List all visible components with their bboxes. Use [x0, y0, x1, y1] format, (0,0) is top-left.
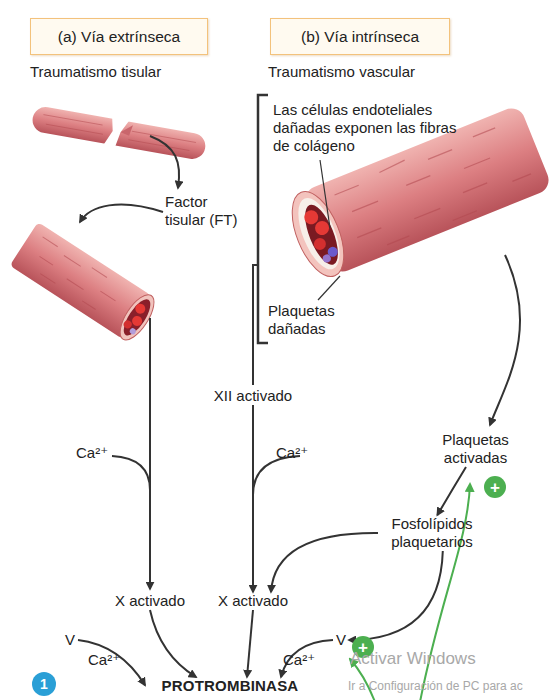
node-text: (a) Vía extrínseca — [58, 28, 180, 46]
vessel-right — [290, 192, 348, 274]
flow-arrow — [150, 610, 196, 677]
vessel-right — [322, 253, 332, 263]
callout-text: Las células endoteliales dañadas exponen… — [273, 101, 473, 155]
vessel-right — [313, 219, 331, 237]
factor-label: X activado — [208, 592, 298, 610]
watermark: Ir a Configuración de PC para ac — [348, 677, 560, 695]
positive-feedback-mark: + — [484, 476, 506, 498]
flow-arrow — [349, 551, 443, 640]
flow-arrow — [252, 405, 254, 592]
bracket — [258, 95, 268, 343]
pathway-line — [149, 318, 151, 589]
vessel-left — [25, 236, 123, 316]
flow-arrow — [78, 640, 145, 685]
node-text: PROTROMBINASA — [145, 677, 315, 695]
product-label: PROTROMBINASA — [145, 677, 315, 695]
flow-arrow — [437, 467, 466, 515]
vessel-left — [129, 327, 137, 335]
ion-label: Ca²⁺ — [276, 444, 326, 462]
tissue-strand — [30, 105, 207, 161]
tissue-strand — [120, 123, 133, 136]
vessel-left — [10, 222, 161, 345]
node-text: X activado — [208, 592, 298, 610]
flow-arrow — [247, 610, 253, 677]
node-text: (b) Vía intrínseca — [301, 28, 419, 46]
phospholipid-label: Fosfolípidos plaquetarios — [378, 515, 486, 551]
node-text: Plaquetas activadas — [428, 431, 523, 467]
node-text: + — [490, 479, 500, 496]
cofactor-line — [112, 456, 150, 490]
vessel-right — [282, 184, 355, 283]
platelet-label: Plaquetas activadas — [428, 431, 523, 467]
tissue-strand — [42, 115, 196, 152]
factor-label: V — [62, 631, 78, 649]
node-text: 1 — [40, 677, 48, 691]
leader-line — [318, 276, 340, 300]
node-text: Fosfolípidos plaquetarios — [378, 515, 486, 551]
vessel-left — [114, 290, 161, 346]
vessel-left — [10, 222, 152, 339]
ion-label: Ca²⁺ — [88, 651, 138, 669]
node-text: Factor tisular (FT) — [165, 193, 245, 229]
factor-label: V — [333, 631, 349, 649]
vessel-right — [298, 201, 344, 269]
watermark: Activar Windows — [350, 650, 560, 668]
tissue-strand — [30, 103, 208, 163]
pathway-title-box: (a) Vía extrínseca — [30, 18, 208, 55]
callout-text: Plaquetas dañadas — [268, 302, 358, 338]
leader-line — [320, 160, 330, 228]
trauma-label: Traumatismo tisular — [30, 63, 230, 81]
ion-label: Ca²⁺ — [283, 651, 333, 669]
flow-arrow — [271, 533, 378, 592]
flow-arrow — [150, 136, 179, 188]
node-text: V — [62, 631, 78, 649]
flow-arrow — [80, 205, 163, 222]
node-text: X activado — [105, 592, 195, 610]
vessel-left — [122, 319, 133, 330]
factor-label: XII activado — [198, 387, 308, 405]
factor-label: Factor tisular (FT) — [165, 193, 245, 229]
trauma-label: Traumatismo vascular — [268, 63, 488, 81]
vessel-right — [312, 236, 328, 252]
vessel-left — [133, 302, 147, 316]
vessel-right — [332, 118, 536, 258]
pathway-line — [253, 265, 258, 385]
ion-label: Ca²⁺ — [76, 444, 126, 462]
flow-arrow — [281, 640, 333, 677]
callout-number: 1 — [32, 672, 56, 696]
node-text: XII activado — [198, 387, 308, 405]
cofactor-line — [253, 456, 300, 495]
node-text: V — [333, 631, 349, 649]
flow-arrow — [490, 255, 520, 425]
pathway-title-box: (b) Vía intrínseca — [270, 18, 450, 55]
vessel-left — [130, 314, 144, 328]
factor-label: X activado — [105, 592, 195, 610]
